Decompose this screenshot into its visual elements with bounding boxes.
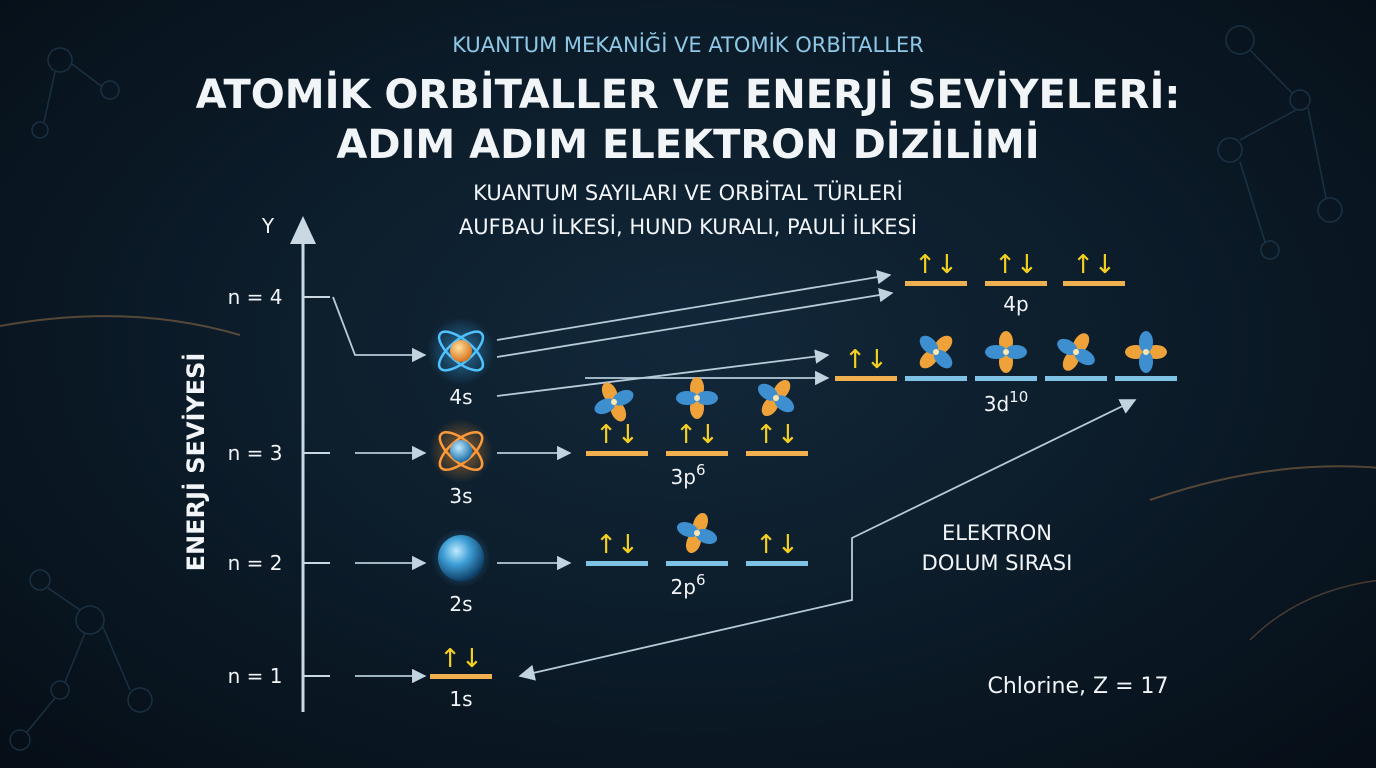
label-3s: 3s [449, 484, 472, 508]
header-title-line2: ADIM ADIM ELEKTRON DİZİLİMİ [336, 120, 1039, 168]
orbital-2p: ↑↓ ↑↓ 2p6 [586, 506, 808, 599]
label-2s: 2s [449, 592, 472, 616]
label-3p-base: 3p [671, 465, 696, 489]
label-3d-sup: 10 [1009, 388, 1028, 406]
fill-order-arrow [518, 399, 1137, 681]
orbital-3d: ↑↓ 3d10 [835, 322, 1177, 416]
label-2p-sup: 6 [696, 571, 706, 589]
label-1s: 1s [449, 687, 472, 711]
spin-pair-3d-a: ↑↓ [844, 345, 888, 375]
orbital-4s: 4s [427, 317, 495, 409]
d-orbital-icon [1125, 331, 1167, 373]
fill-order-label-line2: DOLUM SIRASI [922, 551, 1073, 575]
header-subtitle: KUANTUM MEKANİĞİ VE ATOMİK ORBİTALLER [452, 32, 924, 57]
axis-y-label: Y [261, 214, 275, 238]
spin-pair-3p-b: ↑↓ [675, 420, 719, 450]
orbital-2s: 2s [431, 528, 491, 616]
level-n2-label: n = 2 [228, 551, 283, 575]
orbital-4p: ↑↓ ↑↓ ↑↓ 4p [905, 250, 1125, 316]
topic-line1: KUANTUM SAYILARI VE ORBİTAL TÜRLERİ [473, 180, 903, 205]
spin-pair-4p-a: ↑↓ [914, 250, 958, 280]
orbital-1s: ↑↓ 1s [430, 644, 492, 711]
energy-axis: Y ENERJİ SEVİYESİ n = 4 n = 3 n = 2 n = … [181, 214, 330, 712]
level-arrows [332, 270, 894, 684]
orbital-3p: ↑↓ ↑↓ ↑↓ 3p6 [586, 368, 808, 489]
axis-energy-label: ENERJİ SEVİYESİ [181, 353, 210, 572]
label-3d-base: 3d [984, 392, 1009, 416]
label-2p-base: 2p [671, 575, 696, 599]
fill-order-label-line1: ELEKTRON [942, 521, 1052, 545]
spin-pair-3p-c: ↑↓ [755, 420, 799, 450]
spin-pair-1s: ↑↓ [439, 644, 483, 674]
label-3p: 3p6 [671, 461, 706, 489]
d-orbital-icon [985, 331, 1027, 373]
spin-pair-3p-a: ↑↓ [595, 420, 639, 450]
level-n1-label: n = 1 [228, 664, 283, 688]
header-title-line1: ATOMİK ORBİTALLER VE ENERJİ SEVİYELERİ: [196, 70, 1181, 118]
level-n4-label: n = 4 [228, 285, 283, 309]
topic-line2: AUFBAU İLKESİ, HUND KURALI, PAULİ İLKESİ [459, 214, 917, 239]
label-4s: 4s [449, 385, 472, 409]
d-orbital-icon [906, 322, 966, 382]
orbital-3s: 3s [429, 419, 493, 508]
d-orbital-icon [1047, 323, 1105, 381]
label-2p: 2p6 [671, 571, 706, 599]
label-3p-sup: 6 [696, 461, 706, 479]
axis-arrowhead-icon [290, 216, 316, 244]
spin-pair-4p-c: ↑↓ [1072, 250, 1116, 280]
background-decoration [0, 25, 1376, 751]
level-n3-label: n = 3 [228, 441, 283, 465]
p-orbital-icon [670, 506, 724, 560]
p-orbital-icon [676, 377, 718, 419]
label-4p: 4p [1003, 292, 1028, 316]
spin-pair-2p-c: ↑↓ [755, 530, 799, 560]
element-label: Chlorine, Z = 17 [988, 674, 1169, 699]
spin-pair-2p-a: ↑↓ [595, 530, 639, 560]
spin-pair-4p-b: ↑↓ [994, 250, 1038, 280]
label-3d: 3d10 [984, 388, 1029, 416]
